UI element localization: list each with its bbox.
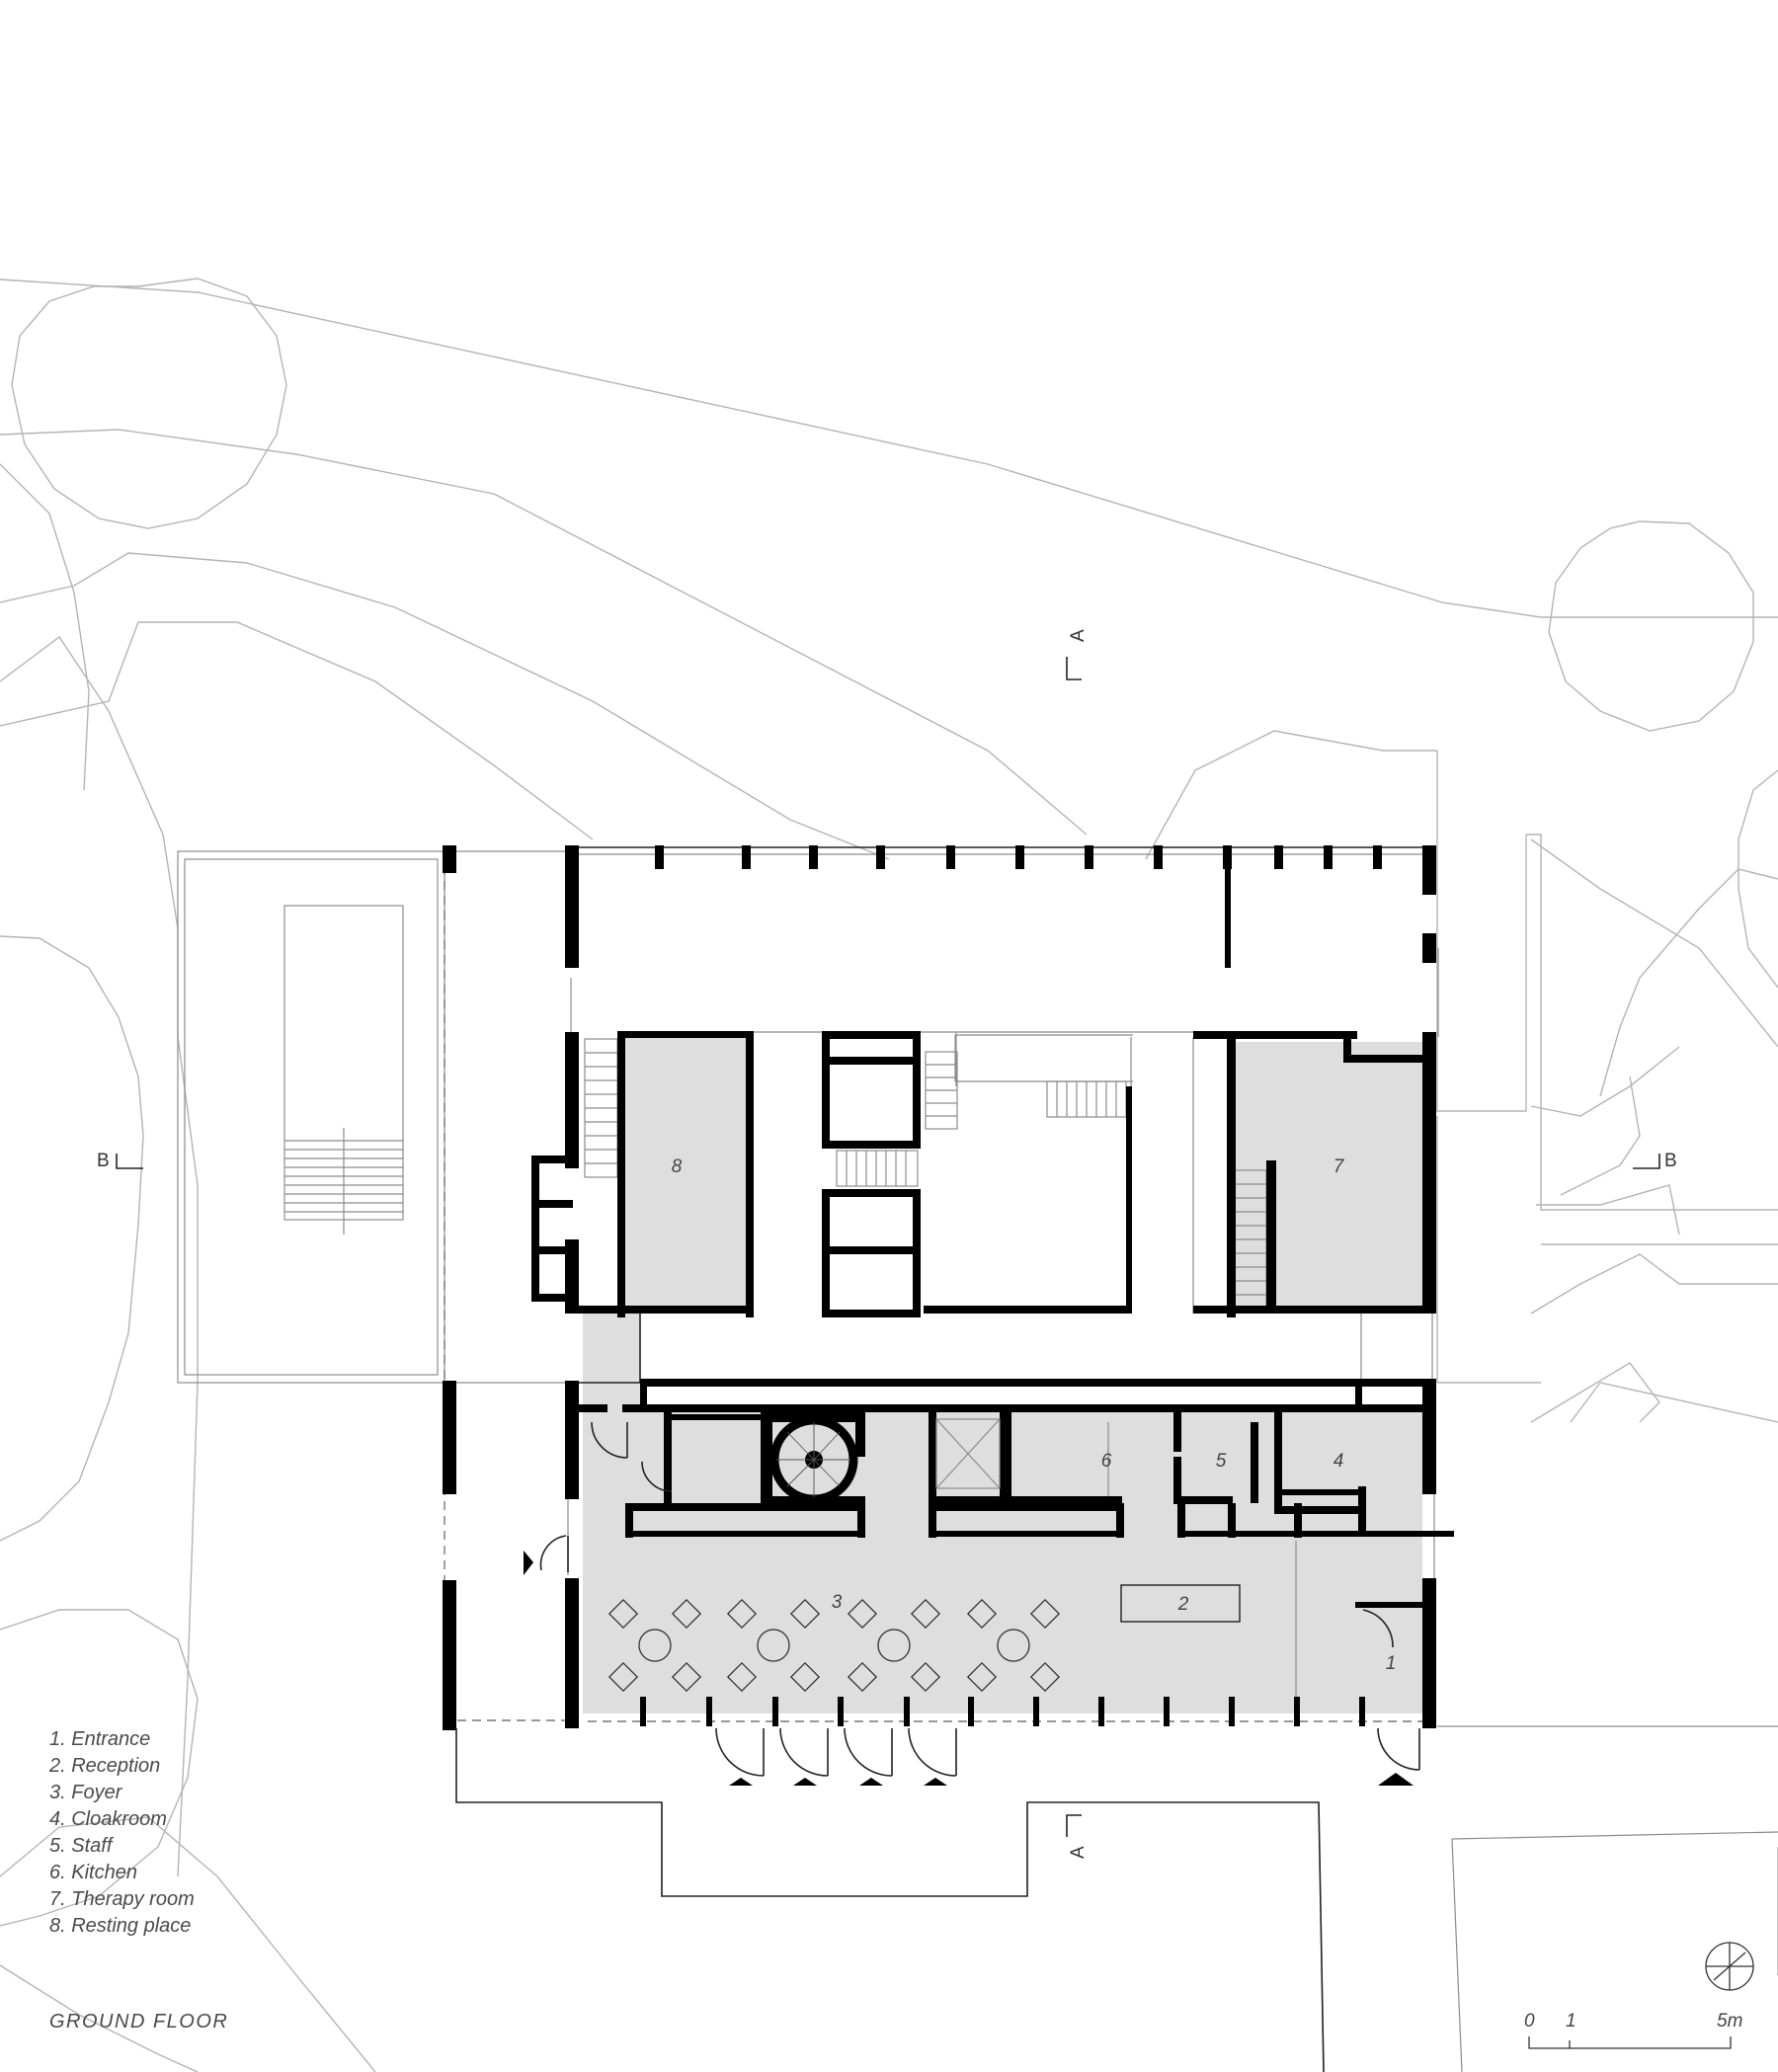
terrace-pool [177, 850, 568, 1384]
room-number-2: 2 [1177, 1594, 1189, 1615]
scale-label-5m: 5m [1717, 2011, 1743, 2032]
reception-desk [1120, 1584, 1241, 1623]
section-mark-a-bottom: A [1066, 1814, 1089, 1859]
legend-item: 3. Foyer [49, 1782, 122, 1803]
site-context [0, 278, 1778, 2072]
section-mark-b-left: B [97, 1151, 143, 1171]
scale-label-1: 1 [1566, 2011, 1576, 2032]
legend-item: 7. Therapy room [49, 1888, 195, 1910]
legend-item: 2. Reception [49, 1755, 161, 1777]
spiral-stair-icon [769, 1415, 858, 1504]
room-number-5: 5 [1216, 1451, 1227, 1472]
room-number-6: 6 [1101, 1451, 1112, 1472]
section-mark-a-top: A [1066, 629, 1089, 680]
room-number-8: 8 [672, 1156, 683, 1177]
cafe-tables [607, 1598, 1061, 1693]
door-swings [539, 1421, 1420, 1777]
room-number-7: 7 [1334, 1156, 1345, 1177]
svg-text:B: B [97, 1151, 110, 1171]
entrance-arrow-icon [524, 1551, 1414, 1786]
legend-item: 4. Cloakroom [49, 1808, 167, 1830]
scale-label-0: 0 [1524, 2011, 1535, 2032]
legend-item: 6. Kitchen [49, 1862, 137, 1883]
svg-text:A: A [1068, 1846, 1089, 1859]
svg-text:A: A [1068, 629, 1089, 642]
legend-item: 1. Entrance [49, 1728, 151, 1750]
legend-item: 5. Staff [49, 1835, 113, 1857]
legend-item: 8. Resting place [49, 1915, 192, 1937]
svg-text:B: B [1664, 1151, 1677, 1171]
north-arrow-icon [1705, 1942, 1754, 1991]
section-mark-b-right: B [1633, 1151, 1677, 1171]
tree-canopy-icon [11, 278, 287, 529]
scale-bar [1528, 2036, 1732, 2049]
tree-canopy-icon [1548, 520, 1754, 732]
room-number-1: 1 [1386, 1653, 1397, 1674]
room-number-4: 4 [1334, 1451, 1344, 1472]
drawing-title: GROUND FLOOR [49, 2011, 229, 2032]
lift-shaft [935, 1418, 1001, 1489]
room-number-3: 3 [832, 1592, 843, 1613]
